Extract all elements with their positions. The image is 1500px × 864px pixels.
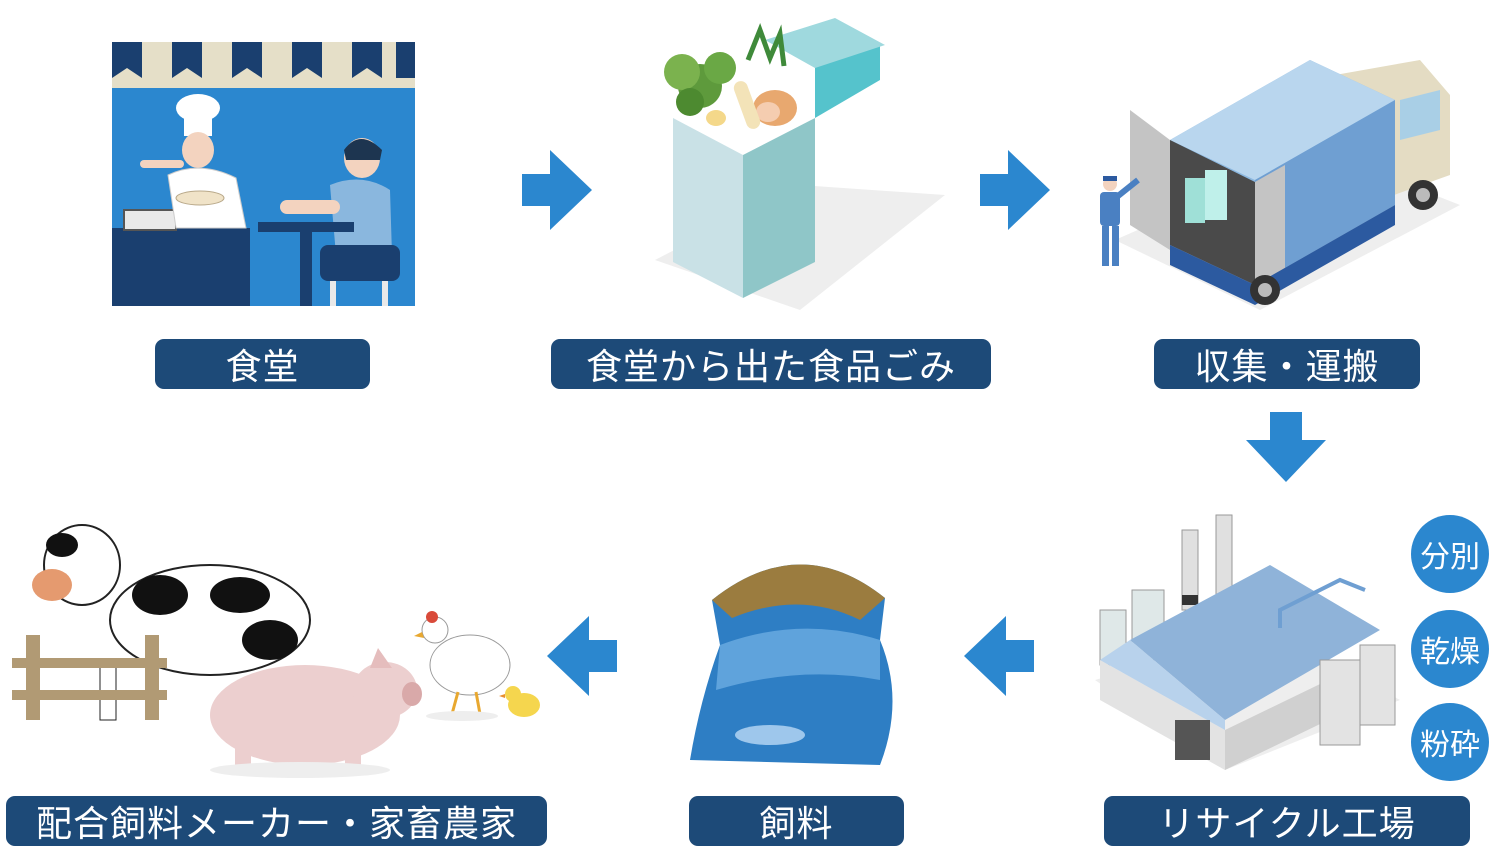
label-food-waste: 食堂から出た食品ごみ: [551, 339, 991, 389]
livestock-illustration: [12, 524, 540, 778]
arrow-right-1: [522, 150, 592, 230]
label-cafeteria: 食堂: [155, 339, 370, 389]
cafeteria-illustration: [112, 42, 415, 306]
label-feed-maker-farmers: 配合飼料メーカー・家畜農家: [6, 796, 547, 846]
truck-illustration: [1100, 60, 1460, 310]
feed-bag-illustration: [690, 564, 893, 765]
food-waste-bin-illustration: [655, 18, 945, 310]
arrow-left-2: [547, 616, 617, 696]
process-drying: 乾燥: [1411, 610, 1489, 688]
label-feed: 飼料: [689, 796, 904, 846]
label-collection-transport: 収集・運搬: [1154, 339, 1420, 389]
process-crushing: 粉砕: [1411, 703, 1489, 781]
arrow-down: [1246, 412, 1326, 482]
factory-illustration: [1095, 514, 1400, 770]
label-recycling-plant: リサイクル工場: [1104, 796, 1470, 846]
arrow-right-2: [980, 150, 1050, 230]
arrow-left-1: [964, 616, 1034, 696]
process-sorting: 分別: [1411, 515, 1489, 593]
flow-arrows: [522, 150, 1326, 696]
